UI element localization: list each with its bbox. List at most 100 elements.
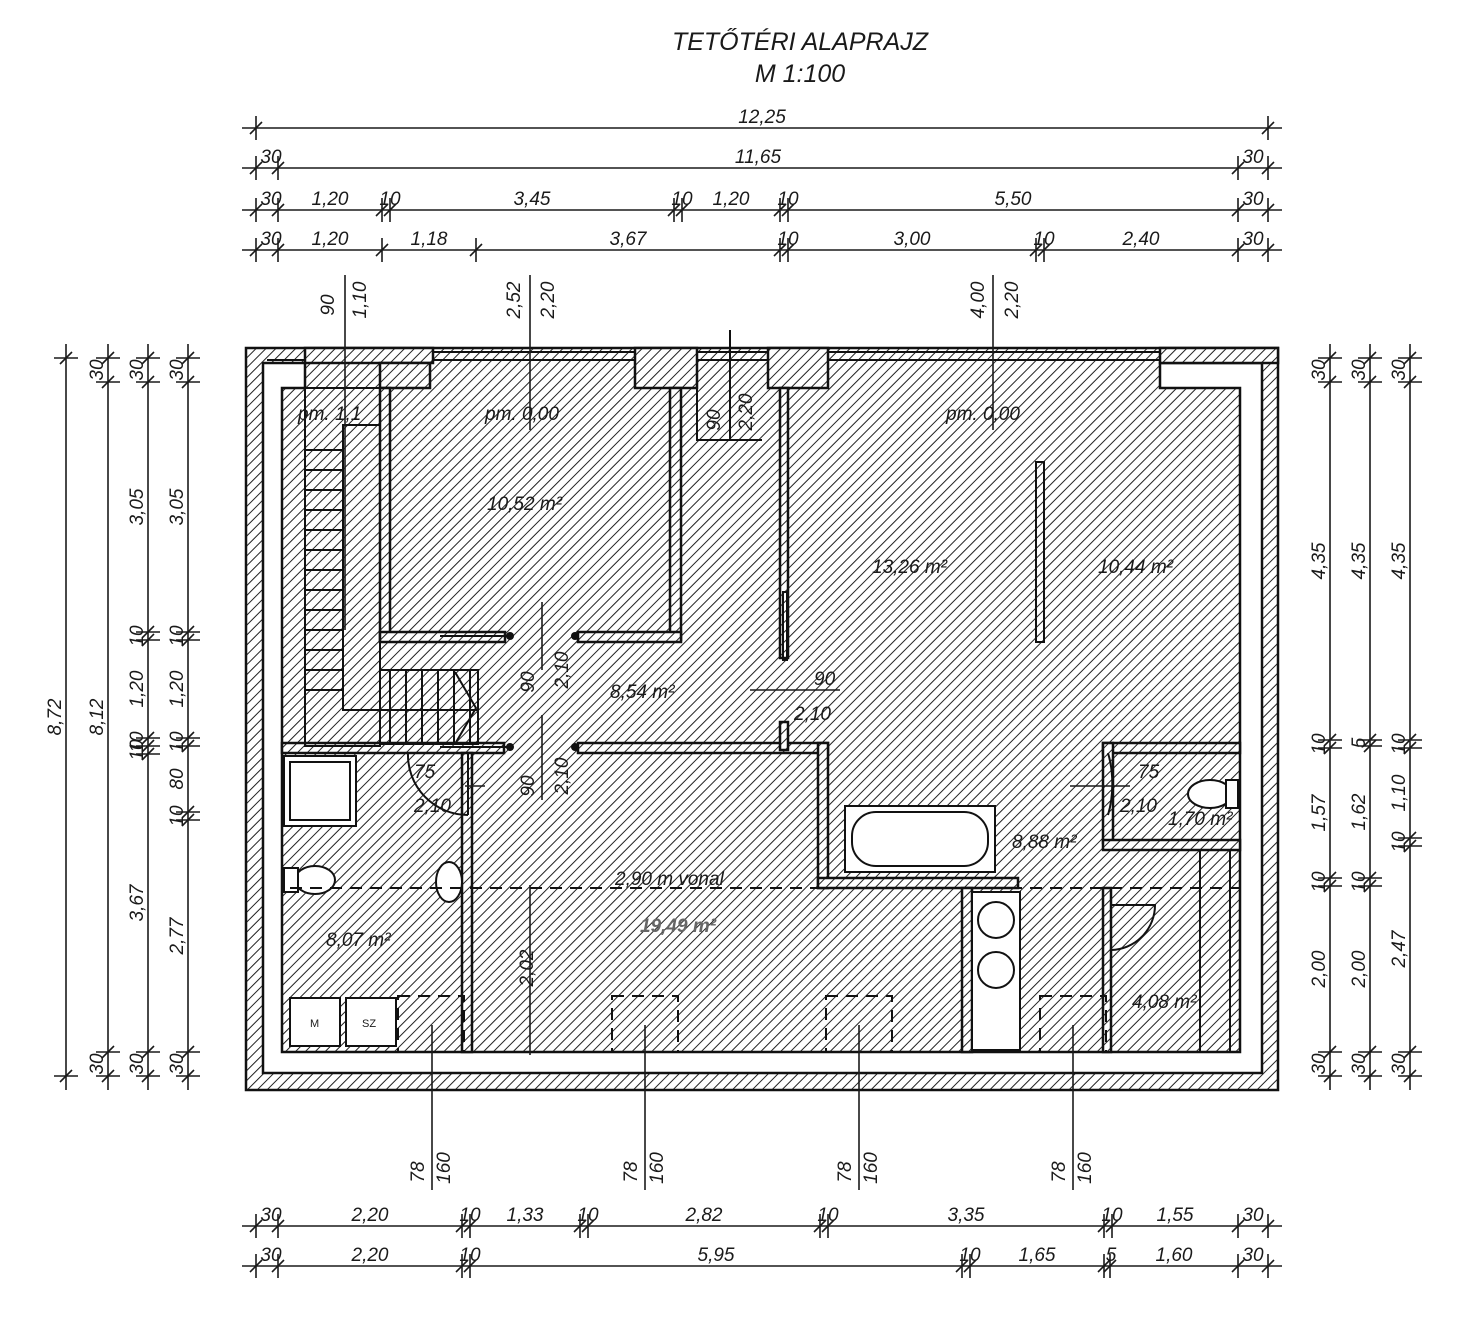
wall-mid-south-b <box>576 741 830 755</box>
dimension-tick <box>181 731 195 745</box>
left-dim-3-label: 3,05 <box>127 488 148 525</box>
wall-nw-west <box>378 386 392 642</box>
win1-height: 1,10 <box>350 281 371 318</box>
wall-segment <box>303 346 435 365</box>
dimension-tick <box>101 351 115 365</box>
top-dim-3-label: 30 <box>1242 189 1264 210</box>
wall-wc-north <box>1101 741 1242 755</box>
dimension-tick <box>455 1219 469 1233</box>
walls <box>244 346 1280 1092</box>
bottom-dim-1-label: 30 <box>1242 1205 1264 1226</box>
sink-bowl-icon <box>977 901 1015 939</box>
plan-scale: M 1:100 <box>755 60 845 88</box>
dimension-tick <box>271 243 285 257</box>
sink-bowl-icon <box>977 951 1015 989</box>
dimension-tick <box>1231 243 1245 257</box>
dimension-tick <box>1261 243 1275 257</box>
dimension-tick <box>1363 739 1377 753</box>
right-dim-2-label: 30 <box>1349 359 1370 381</box>
dimension-tick <box>1103 1259 1117 1273</box>
top-dim-3-label: 1,20 <box>312 189 349 210</box>
roof-win1-a: 78 <box>408 1161 429 1183</box>
top-dim-3-label: 10 <box>671 189 693 210</box>
dimension-tick <box>141 625 155 639</box>
wall-nw-south-b <box>576 630 683 644</box>
toilet-icon <box>294 865 336 895</box>
bottom-dim-2-label: 10 <box>959 1245 981 1266</box>
right-dim-3-label: 10 <box>1389 831 1410 853</box>
dimension-tick <box>249 1259 263 1273</box>
dimension-tick <box>1403 733 1417 747</box>
door-bath-e-width: 75 <box>1138 762 1160 783</box>
top-dim-2-label: 30 <box>1242 147 1264 168</box>
area-bath-e: 8,88 m² <box>1012 832 1077 853</box>
right-dim-3-label: 10 <box>1389 733 1410 755</box>
dimension-tick <box>1261 1219 1275 1233</box>
door-bath-w-width: 75 <box>414 762 436 783</box>
right-dim-2-label: 4,35 <box>1349 542 1370 579</box>
area-ne-b: 10,44 m² <box>1098 557 1174 578</box>
left-dim-3-label: 1,20 <box>127 670 148 707</box>
wall-wc-south <box>1101 838 1242 852</box>
dimension-tick <box>1261 1259 1275 1273</box>
top-dim-3-label: 10 <box>379 189 401 210</box>
dimension-tick <box>141 747 155 761</box>
dimension-tick <box>675 203 689 217</box>
top-dim-4-label: 2,40 <box>1122 229 1160 250</box>
dimension-tick <box>1403 1045 1417 1059</box>
dimension-tick <box>1363 733 1377 747</box>
right-dim-1-label: 2,00 <box>1309 950 1330 988</box>
right-dim-2-label: 2,00 <box>1349 950 1370 988</box>
dimension-tick <box>1403 839 1417 853</box>
left-dim-3-label: 10 <box>127 625 148 647</box>
dimension-tick <box>141 351 155 365</box>
dimension-tick <box>469 243 483 257</box>
dimension-tick <box>1029 243 1043 257</box>
wall-segment <box>633 346 699 390</box>
door-hall2-width: 90 <box>518 775 539 797</box>
left-dim-2-label: 30 <box>87 1053 108 1075</box>
dimension-tick <box>271 161 285 175</box>
bottom-dim-1-label: 1,55 <box>1157 1205 1194 1226</box>
bottom-dim-1-label: 10 <box>577 1205 599 1226</box>
dimension-tick <box>773 243 787 257</box>
dimension-tick <box>181 351 195 365</box>
dimension-tick <box>141 633 155 647</box>
door-bath-e-height: 2,10 <box>1119 796 1157 817</box>
door-hall1-height: 2,10 <box>552 651 573 689</box>
wall-nw-east <box>668 386 683 642</box>
door-swing-store <box>1110 904 1157 951</box>
dimension-tick <box>181 375 195 389</box>
dimension-tick <box>181 625 195 639</box>
dimension-tick <box>1323 871 1337 885</box>
dimension-tick <box>463 1259 477 1273</box>
top-dim-4-label: 3,00 <box>894 229 931 250</box>
dimension-tick <box>455 1259 469 1273</box>
left-dim-3-label: 30 <box>127 1053 148 1075</box>
top-dim-4-label: 30 <box>260 229 282 250</box>
top-dim-4-label: 1,20 <box>312 229 349 250</box>
dimension-tick <box>1105 1219 1119 1233</box>
dimension-tick <box>271 1219 285 1233</box>
top-dim-4-label: 1,18 <box>411 229 448 250</box>
dimension-tick <box>1363 351 1377 365</box>
dimension-tick <box>1363 375 1377 389</box>
dimension-tick <box>181 1069 195 1083</box>
dimension-tick <box>1261 121 1275 135</box>
door-ne-height: 2,10 <box>793 704 831 725</box>
wall-bath-e-west <box>816 741 830 890</box>
dimension-tick <box>1323 351 1337 365</box>
dimension-tick <box>1323 1045 1337 1059</box>
level-nw: pm. 0,00 <box>484 404 559 425</box>
area-bath-w: 8,07 m² <box>326 930 391 951</box>
area-ne-a: 13,26 m² <box>872 557 948 578</box>
dimension-tick <box>573 1219 587 1233</box>
dimension-tick <box>1231 203 1245 217</box>
shower-tray <box>283 755 357 827</box>
door-swing-bath-w <box>406 752 469 816</box>
dimension-tick <box>181 813 195 827</box>
left-dim-4-label: 10 <box>167 805 188 827</box>
area-store: 4,08 m² <box>1132 992 1197 1013</box>
dimension-tick <box>781 203 795 217</box>
dimension-tick <box>141 1069 155 1083</box>
